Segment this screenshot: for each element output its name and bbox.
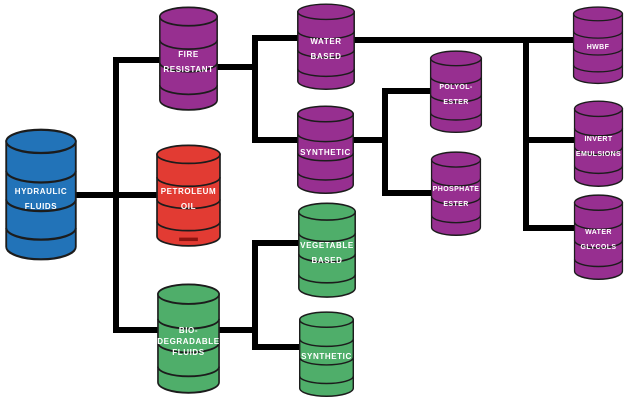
node-label: FIRE RESISTANT (159, 29, 218, 95)
node-synthetic-fire-resistant: SYNTHETIC (296, 105, 355, 195)
connector-to-polyol-ester (382, 88, 434, 94)
connector-fire-branch-vertical (252, 35, 258, 143)
node-label-line: SYNTHETIC (301, 352, 352, 362)
node-label-line: HWBF (586, 44, 610, 52)
connector-synthetic-fire-out (352, 137, 388, 143)
node-label-line: FLUIDS (24, 201, 58, 211)
node-label: BIO- DEGRADABLE FLUIDS (157, 308, 220, 377)
node-label-line: FLUIDS (172, 348, 205, 358)
node-polyol-ester: POLYOL- ESTER (429, 50, 483, 134)
node-hwbf: HWBF (572, 6, 624, 85)
connector-to-phosphate-ester (382, 190, 436, 196)
node-label-line: VEGETABLE (300, 240, 354, 250)
node-label-line: POLYOL- (439, 83, 473, 91)
node-label-line: WATER (310, 37, 342, 47)
node-label-line: DEGRADABLE (157, 337, 220, 347)
node-label-line: BIO- (178, 326, 199, 336)
node-label: POLYOL- ESTER (430, 68, 482, 120)
node-label-line: HYDRAULIC (14, 186, 68, 196)
connector-water-based-out (352, 37, 576, 43)
node-label: PHOSPHATE ESTER (431, 170, 481, 223)
node-label-line: SYNTHETIC (300, 147, 351, 157)
node-label: SYNTHETIC (299, 330, 354, 384)
node-label: INVERT EMULSIONS (574, 119, 623, 174)
connector-fire-resistant-out (215, 64, 258, 70)
connector-to-water-based (252, 35, 302, 41)
connector-to-biodegradable (113, 327, 161, 333)
oil-drum-icon (156, 144, 221, 247)
node-synthetic-biodegradable: SYNTHETIC (298, 311, 355, 398)
node-label-line: RESISTANT (163, 64, 214, 74)
connector-bio-branch-vertical (252, 240, 258, 350)
node-label: VEGETABLE BASED (298, 223, 356, 283)
node-label-line: GLYCOLS (580, 244, 617, 252)
node-label: HWBF (573, 23, 623, 72)
node-label: WATER GLYCOLS (574, 213, 623, 267)
node-phosphate-ester: PHOSPHATE ESTER (430, 151, 482, 237)
connector-to-vegetable-based (252, 240, 302, 246)
node-label-line: EMULSIONS (575, 150, 622, 158)
connector-to-synthetic-fire (252, 137, 302, 143)
node-label-line: INVERT (584, 135, 613, 143)
connector-trunk-left-vertical (113, 57, 119, 333)
node-label-line: PETROLEUM (160, 186, 217, 196)
connector-water-branch-vertical (523, 37, 529, 231)
connector-synthetic-branch-vertical (382, 88, 388, 196)
node-petroleum-oil: PETROLEUM OIL (155, 144, 222, 248)
node-label: PETROLEUM OIL (156, 167, 221, 232)
node-label-line: BASED (311, 255, 343, 265)
drum-bung-detail (179, 237, 198, 242)
node-label-line: ESTER (443, 98, 469, 106)
node-label: WATER BASED (297, 22, 355, 77)
node-hydraulic-fluids: HYDRAULIC FLUIDS (4, 128, 78, 262)
node-bio-degradable-fluids: BIO- DEGRADABLE FLUIDS (156, 283, 221, 395)
node-label-line: BASED (310, 52, 342, 62)
node-label-line: PHOSPHATE (432, 185, 480, 193)
connector-to-fire-resistant (113, 57, 163, 63)
connector-biodegradable-out (218, 327, 258, 333)
node-label-line: FIRE (178, 49, 199, 59)
node-label-line: ESTER (443, 200, 469, 208)
connector-to-invert-emulsions (523, 137, 577, 143)
connector-to-synthetic-bio (252, 344, 303, 350)
node-water-based: WATER BASED (296, 3, 356, 91)
node-label-line: WATER (585, 229, 612, 237)
node-label-line: OIL (180, 201, 197, 211)
node-vegetable-based: VEGETABLE BASED (297, 202, 357, 299)
node-label: SYNTHETIC (297, 125, 354, 181)
connector-to-water-glycols (523, 225, 577, 231)
node-invert-emulsions: INVERT EMULSIONS (573, 100, 624, 188)
node-water-glycols: WATER GLYCOLS (573, 194, 624, 281)
node-label: HYDRAULIC FLUIDS (5, 157, 77, 240)
node-fire-resistant: FIRE RESISTANT (158, 6, 219, 112)
